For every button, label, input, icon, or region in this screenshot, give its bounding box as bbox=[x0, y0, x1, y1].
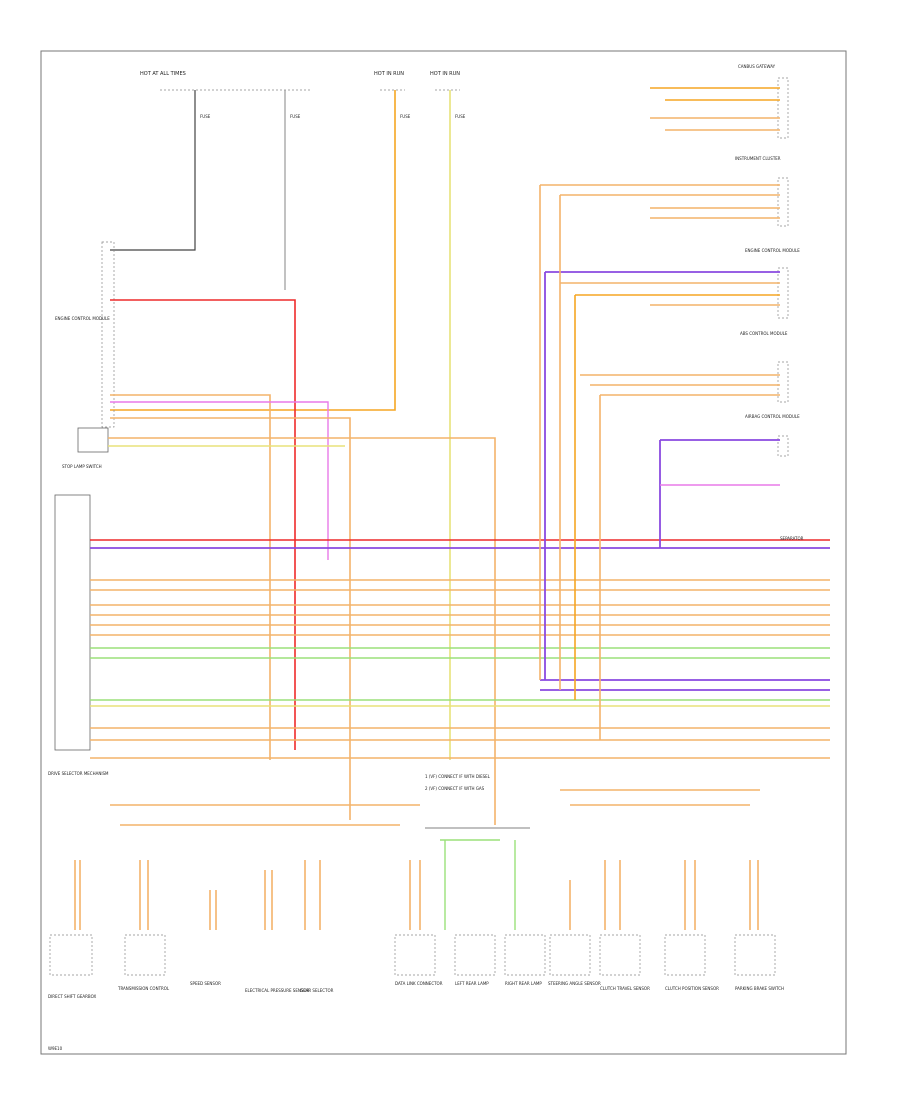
right-modules: CANBUS GATEWAY INSTRUMENT CLUSTER ENGINE… bbox=[540, 64, 804, 548]
ecm-left-label: ENGINE CONTROL MODULE bbox=[55, 316, 110, 321]
canbus-gateway-label: CANBUS GATEWAY bbox=[738, 64, 776, 69]
instrument-cluster-label: INSTRUMENT CLUSTER bbox=[735, 156, 781, 161]
hot-in-run-label-2: HOT IN RUN bbox=[430, 71, 460, 77]
hot-at-all-times-label: HOT AT ALL TIMES bbox=[140, 71, 186, 77]
bottom-label-8: RIGHT REAR LAMP bbox=[505, 981, 542, 986]
bottom-label-11: CLUTCH POSITION SENSOR bbox=[665, 986, 719, 991]
legend: 1 (VF) CONNECT IF WITH DIESEL 2 (VF) CON… bbox=[425, 774, 491, 791]
right-trunk-wires bbox=[539, 185, 601, 740]
engine-control-module-left: ENGINE CONTROL MODULE bbox=[55, 241, 351, 820]
bottom-connectors bbox=[74, 840, 759, 930]
airbag-module-label: AIRBAG CONTROL MODULE bbox=[745, 414, 800, 419]
hot-in-run-label-1: HOT IN RUN bbox=[374, 71, 404, 77]
bottom-label-12: PARKING BRAKE SWITCH bbox=[735, 986, 784, 991]
diagram-frame bbox=[40, 50, 847, 1055]
bottom-label-2: TRANSMISSION CONTROL bbox=[117, 986, 170, 991]
legend-item-1: 1 (VF) CONNECT IF WITH DIESEL bbox=[425, 774, 491, 779]
bottom-label-6: DATA LINK CONNECTOR bbox=[395, 981, 443, 986]
drive-selector-mechanism: DRIVE SELECTOR MECHANISM bbox=[48, 494, 830, 776]
fuse-label-4: FUSE bbox=[455, 114, 466, 119]
legend-item-2: 2 (VF) CONNECT IF WITH GAS bbox=[425, 786, 485, 791]
bottom-label-1: DIRECT SHIFT GEARBOX bbox=[48, 994, 96, 999]
engine-control-module-right-label: ENGINE CONTROL MODULE bbox=[745, 248, 800, 253]
abs-module-label: ABS CONTROL MODULE bbox=[740, 331, 788, 336]
bottom-label-9: STEERING ANGLE SENSOR bbox=[548, 981, 601, 986]
separator-label: SEPARATOR bbox=[780, 536, 804, 541]
bottom-bus-wiring bbox=[110, 789, 760, 841]
fuse-label-3: FUSE bbox=[400, 114, 411, 119]
bottom-label-3: SPEED SENSOR bbox=[190, 981, 221, 986]
bottom-label-10: CLUTCH TRAVEL SENSOR bbox=[600, 986, 650, 991]
bottom-label-4: ELECTRICAL PRESSURE SENSOR bbox=[245, 988, 310, 993]
power-supply-group: HOT AT ALL TIMES HOT IN RUN HOT IN RUN F… bbox=[110, 71, 466, 760]
bottom-label-5: GEAR SELECTOR bbox=[300, 988, 334, 993]
stop-lamp-switch-label: STOP LAMP SWITCH bbox=[62, 464, 102, 469]
bottom-components: DIRECT SHIFT GEARBOX TRANSMISSION CONTRO… bbox=[48, 934, 784, 999]
stop-lamp-switch: STOP LAMP SWITCH bbox=[62, 427, 496, 825]
bottom-label-7: LEFT REAR LAMP bbox=[455, 981, 489, 986]
footer-code: W9E10 bbox=[48, 1046, 63, 1051]
fuse-label-1: FUSE bbox=[200, 114, 211, 119]
drive-selector-label: DRIVE SELECTOR MECHANISM bbox=[48, 771, 109, 776]
fuse-label-2: FUSE bbox=[290, 114, 301, 119]
